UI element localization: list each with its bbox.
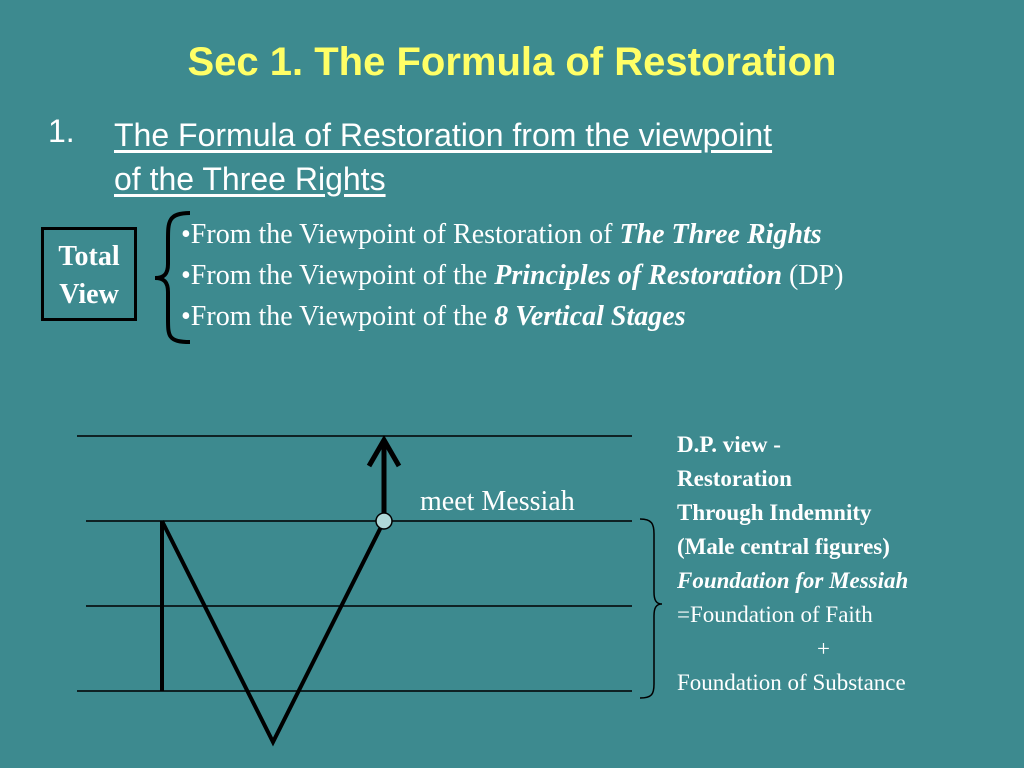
- dp-line-8: Foundation of Substance: [677, 670, 906, 695]
- left-curly-brace: [154, 211, 191, 344]
- restoration-path: [160, 520, 386, 747]
- dp-line-5: Foundation for Messiah: [677, 568, 909, 593]
- meet-messiah-label: meet Messiah: [420, 486, 575, 517]
- viewpoint-suffix: (DP): [782, 260, 844, 291]
- heading-number: 1.: [48, 113, 75, 149]
- viewpoint-emphasis: Principles of Restoration: [494, 260, 783, 291]
- messiah-node: [375, 512, 393, 530]
- dp-line-3: Through Indemnity: [677, 500, 872, 525]
- viewpoint-prefix: •From the Viewpoint of the: [181, 301, 495, 332]
- dp-line-4: (Male central figures): [677, 534, 890, 559]
- dp-view-text: D.P. view - Restoration Through Indemnit…: [677, 428, 908, 700]
- heading-line-2: of the Three Rights: [114, 161, 386, 197]
- upward-arrow-head: [366, 434, 402, 468]
- viewpoint-item: •From the Viewpoint of the 8 Vertical St…: [181, 296, 844, 337]
- viewpoint-item: •From the Viewpoint of the Principles of…: [181, 255, 844, 296]
- dp-line-6: =Foundation of Faith: [677, 602, 873, 627]
- viewpoint-list: •From the Viewpoint of Restoration of Th…: [181, 214, 844, 337]
- viewpoint-prefix: •From the Viewpoint of Restoration of: [181, 219, 620, 250]
- dp-line-1: D.P. view -: [677, 432, 781, 457]
- dp-line-2: Restoration: [677, 466, 792, 491]
- right-curly-brace: [639, 518, 663, 699]
- viewpoint-prefix: •From the Viewpoint of the: [181, 260, 495, 291]
- total-view-line-2: View: [59, 279, 119, 310]
- viewpoint-emphasis: The Three Rights: [619, 219, 822, 250]
- section-heading: The Formula of Restoration from the view…: [114, 113, 974, 201]
- heading-line-1: The Formula of Restoration from the view…: [114, 117, 773, 153]
- dp-line-7: +: [817, 636, 830, 661]
- total-view-box: Total View: [41, 227, 137, 321]
- slide-title: Sec 1. The Formula of Restoration: [187, 40, 837, 84]
- viewpoint-item: •From the Viewpoint of Restoration of Th…: [181, 214, 844, 255]
- total-view-line-1: Total: [58, 241, 120, 272]
- viewpoint-emphasis: 8 Vertical Stages: [494, 301, 686, 332]
